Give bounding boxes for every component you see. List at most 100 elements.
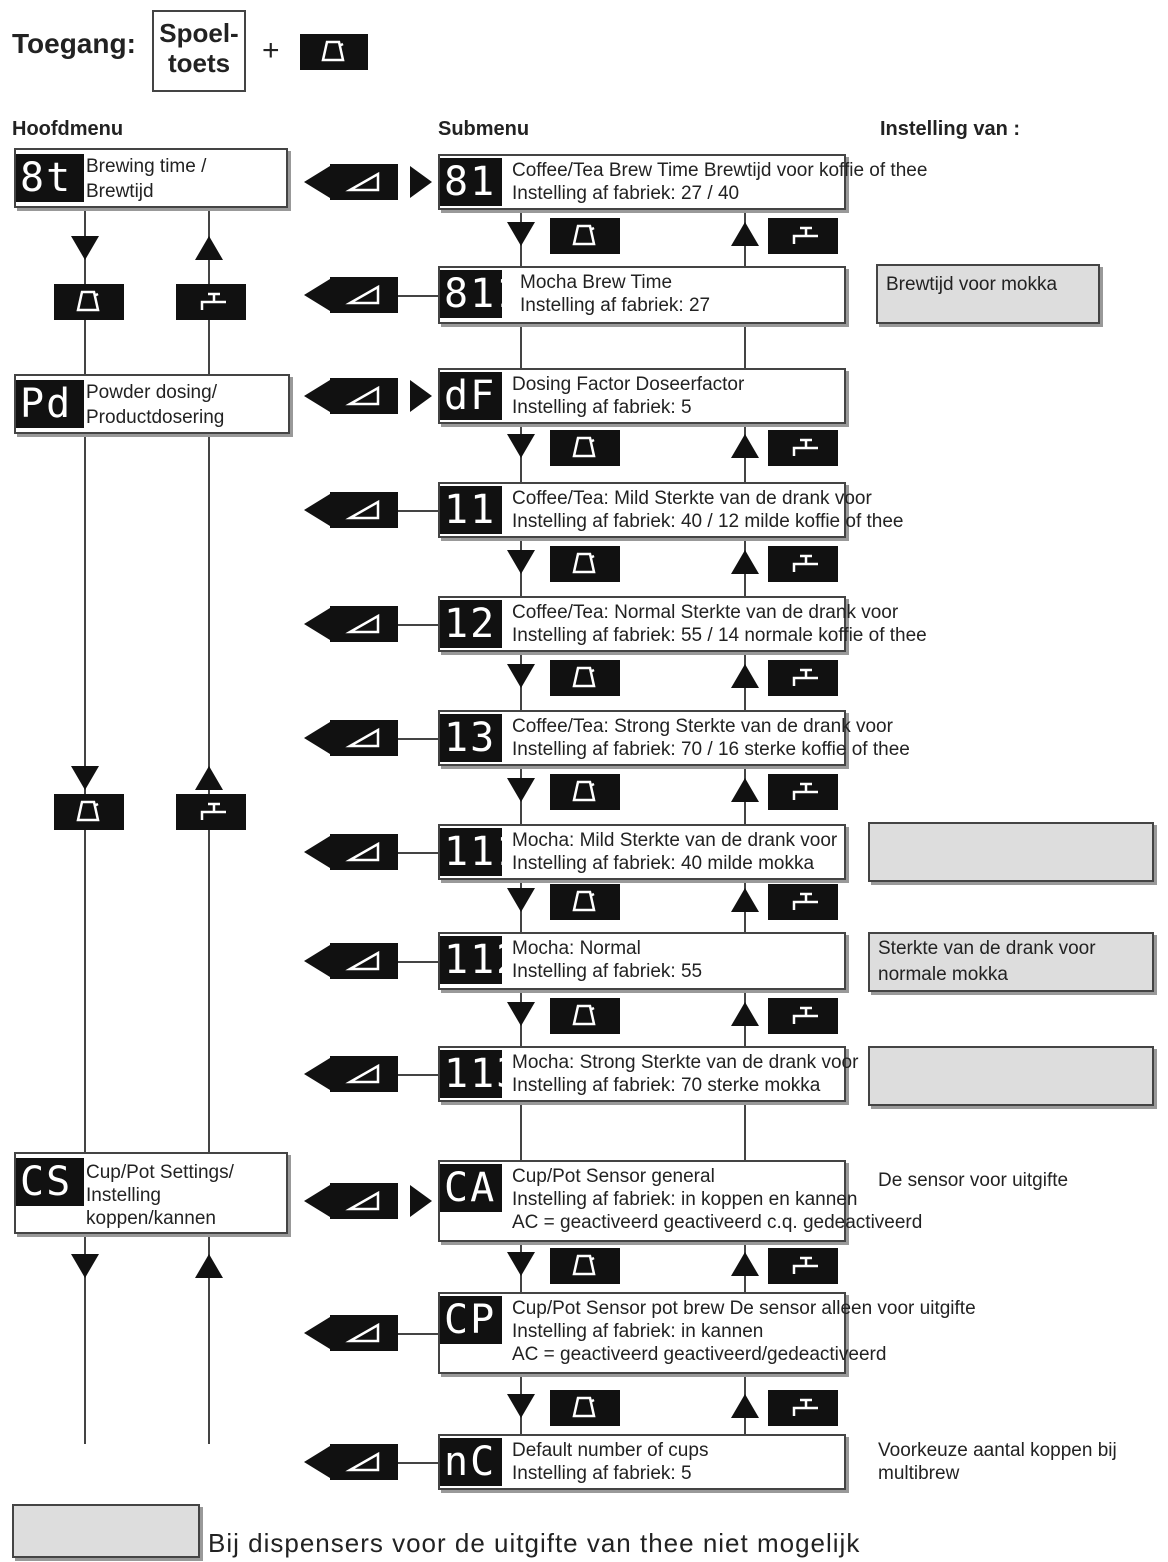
tap-key-icon[interactable] bbox=[768, 774, 838, 810]
arrow-up-icon bbox=[731, 222, 759, 246]
lcd-display: 8t bbox=[16, 154, 84, 202]
tap-key-icon[interactable] bbox=[768, 660, 838, 696]
arrow-up-icon bbox=[731, 888, 759, 912]
submenu-line2: Instelling af fabriek: in kannen bbox=[512, 1321, 764, 1342]
enter-key-icon[interactable] bbox=[330, 1056, 398, 1092]
submenu-item[interactable]: CP Cup/Pot Sensor pot brew De sensor alle… bbox=[438, 1292, 976, 1374]
tap-key-icon[interactable] bbox=[768, 884, 838, 920]
enter-key-icon[interactable] bbox=[330, 1183, 398, 1219]
pot-key-icon[interactable] bbox=[550, 660, 620, 696]
main-item-line2: Instelling bbox=[86, 1185, 161, 1206]
note-mocha-mild bbox=[868, 822, 1154, 882]
main-item-powder-dosing[interactable]: Pd Powder dosing/ Productdosering bbox=[14, 374, 290, 434]
lcd-display: CP bbox=[440, 1296, 502, 1344]
enter-key-icon[interactable] bbox=[330, 1444, 398, 1480]
enter-key-icon[interactable] bbox=[330, 720, 398, 756]
submenu-line1: Cup/Pot Sensor general bbox=[512, 1166, 715, 1187]
tap-key-icon[interactable] bbox=[768, 1390, 838, 1426]
arrow-down-icon bbox=[507, 550, 535, 574]
main-item-brewing-time[interactable]: 8t Brewing time / Brewtijd bbox=[14, 148, 288, 208]
arrow-up-icon bbox=[731, 550, 759, 574]
arrow-down-icon bbox=[507, 434, 535, 458]
pot-key-icon[interactable] bbox=[550, 884, 620, 920]
arrow-left-icon bbox=[304, 836, 330, 868]
enter-key-icon[interactable] bbox=[330, 492, 398, 528]
submenu-line2: Instelling af fabriek: 40 / 12 milde kof… bbox=[512, 511, 904, 532]
arrow-left-icon bbox=[304, 608, 330, 640]
submenu-line1: Cup/Pot Sensor pot brew De sensor alleen… bbox=[512, 1298, 976, 1319]
tap-key-icon[interactable] bbox=[176, 284, 246, 320]
enter-key-icon[interactable] bbox=[330, 834, 398, 870]
submenu-line2: Instelling af fabriek: 70 / 16 sterke ko… bbox=[512, 739, 910, 760]
lcd-display: 113 bbox=[440, 1050, 520, 1098]
connector-line bbox=[398, 738, 438, 740]
pot-key-icon[interactable] bbox=[54, 794, 124, 830]
arrow-right-icon bbox=[410, 1185, 432, 1217]
submenu-line1: Coffee/Tea: Strong Sterkte van de drank … bbox=[512, 716, 893, 737]
enter-key-icon[interactable] bbox=[330, 378, 398, 414]
main-item-line1: Cup/Pot Settings/ bbox=[86, 1162, 234, 1183]
arrow-left-icon bbox=[304, 722, 330, 754]
enter-key-icon[interactable] bbox=[330, 164, 398, 200]
main-item-cup-pot[interactable]: CS Cup/Pot Settings/ Instelling koppen/k… bbox=[14, 1152, 288, 1234]
connector-line bbox=[398, 1462, 438, 1464]
arrow-up-icon bbox=[731, 664, 759, 688]
lcd-display: 81 bbox=[440, 158, 502, 206]
pot-key-icon[interactable] bbox=[550, 1248, 620, 1284]
enter-key-icon[interactable] bbox=[330, 943, 398, 979]
enter-key-icon[interactable] bbox=[330, 1315, 398, 1351]
pot-key-icon[interactable] bbox=[550, 546, 620, 582]
submenu-line3: AC = geactiveerd geactiveerd/gedeactivee… bbox=[512, 1344, 887, 1365]
enter-key-icon[interactable] bbox=[330, 277, 398, 313]
submenu-line3: AC = geactiveerd geactiveerd c.q. gedeac… bbox=[512, 1212, 923, 1233]
pot-key-icon[interactable] bbox=[550, 218, 620, 254]
lcd-display: CA bbox=[440, 1164, 502, 1212]
note-sensor-general: De sensor voor uitgifte bbox=[878, 1170, 1069, 1191]
arrow-down-icon bbox=[507, 664, 535, 688]
arrow-up-icon bbox=[731, 1002, 759, 1026]
arrow-down-icon bbox=[507, 1252, 535, 1276]
tap-key-icon[interactable] bbox=[768, 218, 838, 254]
lcd-display: nC bbox=[440, 1438, 502, 1486]
submenu-item[interactable]: 81 Coffee/Tea Brew Time Brewtijd voor kof… bbox=[438, 154, 927, 210]
header-main-menu: Hoofdmenu bbox=[12, 118, 124, 140]
pot-key-icon[interactable] bbox=[54, 284, 124, 320]
pot-key-icon[interactable] bbox=[550, 998, 620, 1034]
note-mocha-brew: Brewtijd voor mokka bbox=[876, 264, 1100, 324]
connector-line bbox=[398, 1074, 438, 1076]
connector-line bbox=[398, 295, 438, 297]
tap-key-icon[interactable] bbox=[176, 794, 246, 830]
access-label: Toegang: bbox=[12, 28, 136, 59]
enter-key-icon[interactable] bbox=[330, 606, 398, 642]
submenu-line2: Instelling af fabriek: 27 / 40 bbox=[512, 183, 740, 204]
rinse-key: Spoel- toets bbox=[152, 10, 246, 92]
pot-key-icon[interactable] bbox=[550, 774, 620, 810]
tap-key-icon[interactable] bbox=[768, 430, 838, 466]
tap-key-icon[interactable] bbox=[768, 546, 838, 582]
arrow-left-icon bbox=[304, 1058, 330, 1090]
tap-key-icon[interactable] bbox=[768, 1248, 838, 1284]
arrow-down-icon bbox=[507, 888, 535, 912]
main-item-line3: koppen/kannen bbox=[86, 1208, 216, 1229]
arrow-down-icon bbox=[507, 1394, 535, 1418]
note-mocha-normal: Sterkte van de drank voor normale mokka bbox=[868, 932, 1154, 992]
connector-line bbox=[398, 961, 438, 963]
pot-key-icon[interactable] bbox=[550, 1390, 620, 1426]
pot-key-icon[interactable] bbox=[550, 430, 620, 466]
submenu-line1: Coffee/Tea Brew Time Brewtijd voor koffi… bbox=[512, 160, 928, 181]
arrow-left-icon bbox=[304, 1185, 330, 1217]
submenu-line2: Instelling af fabriek: 5 bbox=[512, 1463, 692, 1484]
tap-key-icon[interactable] bbox=[768, 998, 838, 1034]
plus-sign: + bbox=[262, 34, 280, 67]
arrow-left-icon bbox=[304, 945, 330, 977]
